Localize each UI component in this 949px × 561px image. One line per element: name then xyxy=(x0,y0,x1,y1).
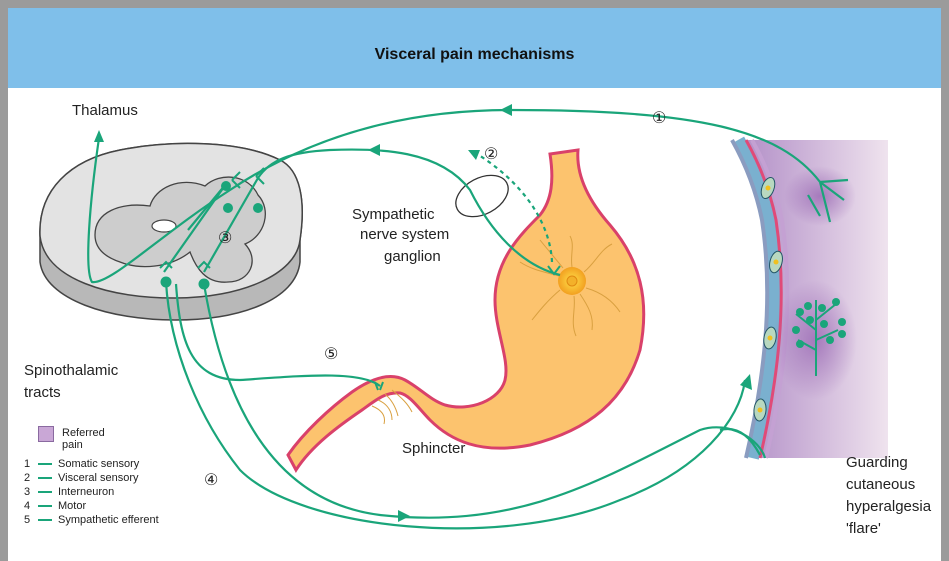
label-flare: 'flare' xyxy=(846,520,881,538)
legend-referred-label: Referred pain xyxy=(62,427,105,451)
legend-label: Interneuron xyxy=(58,486,114,498)
legend-row: 3 Interneuron xyxy=(24,486,114,499)
skin-panel xyxy=(732,140,888,458)
label-nerve-system: nerve system xyxy=(360,226,449,244)
label-ganglion: ganglion xyxy=(384,248,441,266)
legend-num: 5 xyxy=(24,514,34,526)
legend-row: 2 Visceral sensory xyxy=(24,472,139,485)
label-thalamus: Thalamus xyxy=(72,102,138,120)
marker-2: ② xyxy=(484,144,498,164)
marker-3: ③ xyxy=(218,228,232,248)
label-tracts: tracts xyxy=(24,384,61,402)
legend-num: 1 xyxy=(24,458,34,470)
legend-num: 2 xyxy=(24,472,34,484)
legend-label: Sympathetic efferent xyxy=(58,514,159,526)
referred-pain-swatch xyxy=(38,426,54,442)
marker-5: ⑤ xyxy=(324,344,338,364)
legend-num: 4 xyxy=(24,500,34,512)
legend-row: 1 Somatic sensory xyxy=(24,458,139,471)
ganglion-ellipse xyxy=(449,167,515,225)
legend-row: 4 Motor xyxy=(24,500,86,513)
label-spinothalamic: Spinothalamic xyxy=(24,362,118,380)
legend-label: Motor xyxy=(58,500,86,512)
legend-row: 5 Sympathetic efferent xyxy=(24,514,159,527)
legend-num: 3 xyxy=(24,486,34,498)
label-cutaneous: cutaneous xyxy=(846,476,915,494)
label-guarding: Guarding xyxy=(846,454,908,472)
marker-1: ① xyxy=(652,108,666,128)
label-hyperalgesia: hyperalgesia xyxy=(846,498,931,516)
label-sphincter: Sphincter xyxy=(402,440,465,458)
legend-label: Visceral sensory xyxy=(58,472,139,484)
label-sympathetic: Sympathetic xyxy=(352,206,435,224)
stomach xyxy=(288,150,644,470)
legend-label: Somatic sensory xyxy=(58,458,139,470)
marker-4: ④ xyxy=(204,470,218,490)
